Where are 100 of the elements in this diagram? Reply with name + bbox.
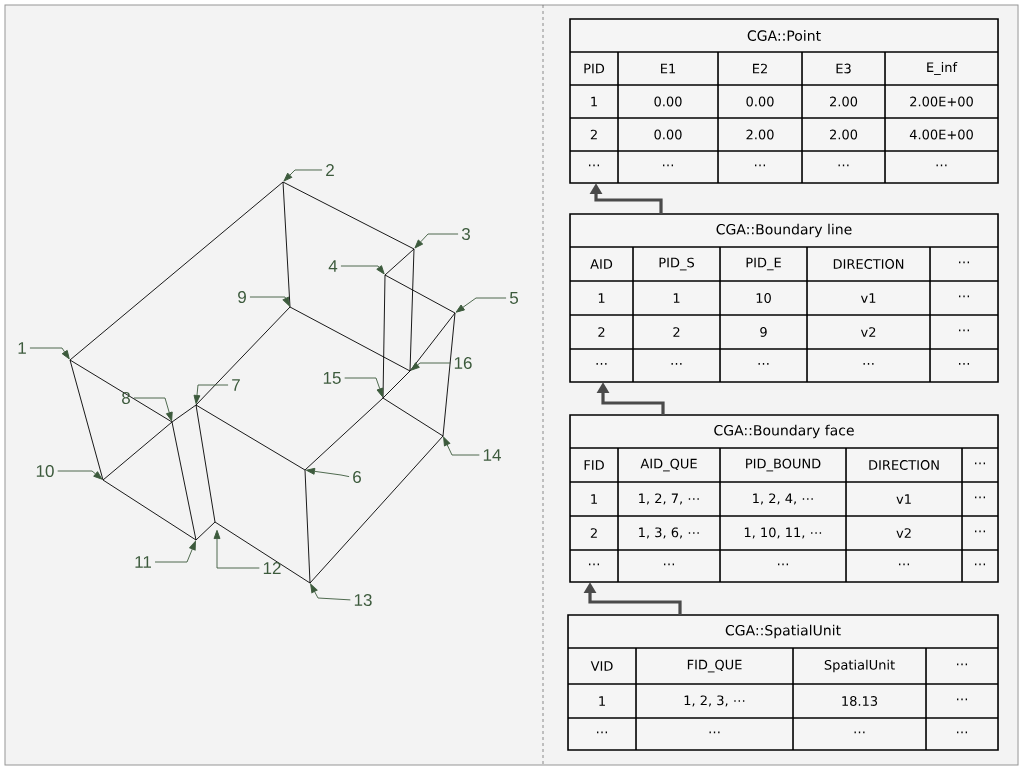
leader-line bbox=[310, 583, 351, 601]
table-cell: 1 bbox=[673, 293, 680, 303]
table-cell: 2 bbox=[590, 129, 597, 140]
table-cell: E3 bbox=[836, 63, 851, 74]
table-cell: ⋯ bbox=[957, 731, 967, 734]
leader-line bbox=[410, 362, 451, 371]
table-cell: ⋯ bbox=[959, 329, 969, 332]
callout-number: 4 bbox=[328, 260, 338, 272]
table-cell: v1 bbox=[860, 293, 876, 303]
table-cell: VID bbox=[590, 661, 613, 671]
table-cell: ⋯ bbox=[755, 164, 765, 167]
table-cell: ⋯ bbox=[597, 731, 607, 734]
leader-line bbox=[443, 436, 480, 456]
table-cell: FID bbox=[584, 460, 604, 470]
data-table: CGA::Boundary face FID AID_QUE PID_BOUND DIRECTION ⋯ 1 1, 2, 7, ⋯ 1, 2, 4, ⋯ v1 ⋯ 2 1, 3, 6, ⋯ 1, 10, 11, ⋯ v2 ⋯ ⋯ ⋯ ⋯ ⋯ ⋯ bbox=[569, 414, 999, 583]
table-cell: ⋯ bbox=[975, 530, 985, 533]
table-cell: 1, 2, 7, ⋯ bbox=[639, 493, 699, 505]
table-cell: E1 bbox=[661, 63, 676, 74]
table-cell: ⋯ bbox=[663, 164, 673, 167]
leader-line bbox=[283, 169, 323, 182]
table-cell: ⋯ bbox=[589, 563, 599, 566]
leader-line bbox=[340, 265, 385, 275]
table-cell: 0.00 bbox=[654, 129, 682, 140]
table-cell: 0.00 bbox=[746, 96, 774, 107]
table-cell: ⋯ bbox=[959, 295, 969, 298]
callout-number: 10 bbox=[36, 465, 54, 478]
callout-number: 1 bbox=[18, 342, 26, 354]
table-cell: SpatialUnit bbox=[824, 659, 895, 673]
table-cell: 18.13 bbox=[842, 696, 878, 706]
table-cell: ⋯ bbox=[596, 363, 607, 365]
table-cell: PID_E bbox=[746, 257, 781, 271]
table-cell: 2 bbox=[590, 528, 597, 538]
callout-number: 9 bbox=[238, 291, 246, 304]
table-cell: 1 bbox=[591, 96, 597, 107]
data-table: CGA::SpatialUnit VID FID_QUE SpatialUnit ⋯ 1 1, 2, 3, ⋯ 18.13 ⋯ ⋯ ⋯ ⋯ ⋯ bbox=[567, 614, 999, 751]
table-cell: 2.00E+00 bbox=[910, 96, 973, 107]
leader-line bbox=[193, 384, 229, 405]
table-cell: v2 bbox=[896, 528, 911, 538]
table-cell: 1, 2, 3, ⋯ bbox=[684, 695, 745, 707]
table-cell: 1 bbox=[598, 293, 605, 303]
callout-number: 5 bbox=[509, 292, 518, 304]
table-cell: ⋯ bbox=[778, 563, 788, 566]
table-cell: 1, 3, 6, ⋯ bbox=[639, 527, 699, 539]
table-cell: DIRECTION bbox=[869, 460, 939, 470]
table-cell: 4.00E+00 bbox=[909, 129, 973, 140]
table-cell: E2 bbox=[753, 63, 767, 74]
callout-number: 16 bbox=[454, 357, 472, 370]
table-cell: 2 bbox=[673, 327, 680, 337]
table-cell: AID_QUE bbox=[640, 458, 697, 472]
data-table: CGA::Point PID E1 E2 E3 E_inf 1 0.00 0.00 2.00 2.00E+00 2 0.00 2.00 2.00 4.00E+00 ⋯ ⋯ ⋯ ⋯ ⋯ bbox=[569, 18, 999, 184]
table-cell: ⋯ bbox=[758, 363, 769, 365]
table-cell: ⋯ bbox=[959, 363, 969, 365]
table-cell: 1, 2, 4, ⋯ bbox=[753, 493, 813, 505]
table-cell: ⋯ bbox=[975, 563, 985, 566]
table-cell: ⋯ bbox=[671, 363, 682, 365]
callout-number: 2 bbox=[326, 164, 334, 176]
table-cell: ⋯ bbox=[838, 164, 849, 167]
leader-line bbox=[213, 529, 260, 569]
table-cell: ⋯ bbox=[957, 663, 967, 666]
callout-number: 13 bbox=[354, 594, 372, 607]
callout-number: 3 bbox=[461, 228, 470, 241]
table-cell: 0.00 bbox=[654, 96, 682, 107]
table-cell: DIRECTION bbox=[833, 259, 904, 269]
callout-number: 8 bbox=[122, 392, 130, 405]
leader-line bbox=[249, 296, 290, 307]
table-cell: ⋯ bbox=[957, 698, 967, 701]
table-cell: PID bbox=[584, 63, 605, 74]
table-cell: v2 bbox=[860, 327, 876, 337]
leader-line bbox=[344, 377, 384, 398]
callout-number: 7 bbox=[232, 379, 240, 391]
leader-line bbox=[29, 347, 70, 360]
table-cell: 2 bbox=[598, 327, 605, 337]
table-cell: ⋯ bbox=[664, 563, 674, 566]
table-cell: ⋯ bbox=[863, 363, 874, 365]
callout-number: 14 bbox=[483, 449, 501, 461]
leader-line bbox=[133, 397, 173, 422]
table-cell: 9 bbox=[760, 327, 767, 337]
table-cell: ⋯ bbox=[709, 731, 720, 734]
table-cell: PID_S bbox=[659, 257, 694, 271]
table-cell: 10 bbox=[756, 293, 771, 303]
table-cell: ⋯ bbox=[589, 164, 599, 167]
table-cell: v1 bbox=[896, 494, 911, 504]
table-cell: FID_QUE bbox=[687, 659, 742, 673]
table-cell: ⋯ bbox=[899, 563, 909, 566]
leader-line bbox=[305, 467, 350, 478]
table-cell: 2.00 bbox=[830, 129, 858, 140]
table-cell: ⋯ bbox=[975, 496, 985, 499]
table-cell: 1 bbox=[591, 494, 597, 504]
table-cell: 2.00 bbox=[746, 129, 774, 140]
leader-line bbox=[455, 297, 507, 313]
table-cell: ⋯ bbox=[854, 731, 865, 734]
data-table: CGA::Boundary line AID PID_S PID_E DIRECTION ⋯ 1 1 10 v1 ⋯ 2 2 9 v2 ⋯ ⋯ ⋯ ⋯ ⋯ ⋯ bbox=[569, 213, 999, 383]
table-cell: 2.00 bbox=[830, 96, 858, 107]
table-cell: ⋯ bbox=[959, 261, 969, 264]
table-cell: ⋯ bbox=[975, 462, 985, 465]
callout-number: 15 bbox=[323, 372, 341, 384]
callout-number: 6 bbox=[353, 471, 361, 484]
callout-number: 11 bbox=[135, 556, 151, 568]
table-cell: 1, 10, 11, ⋯ bbox=[744, 527, 822, 539]
table-cell: E_inf bbox=[927, 62, 958, 75]
